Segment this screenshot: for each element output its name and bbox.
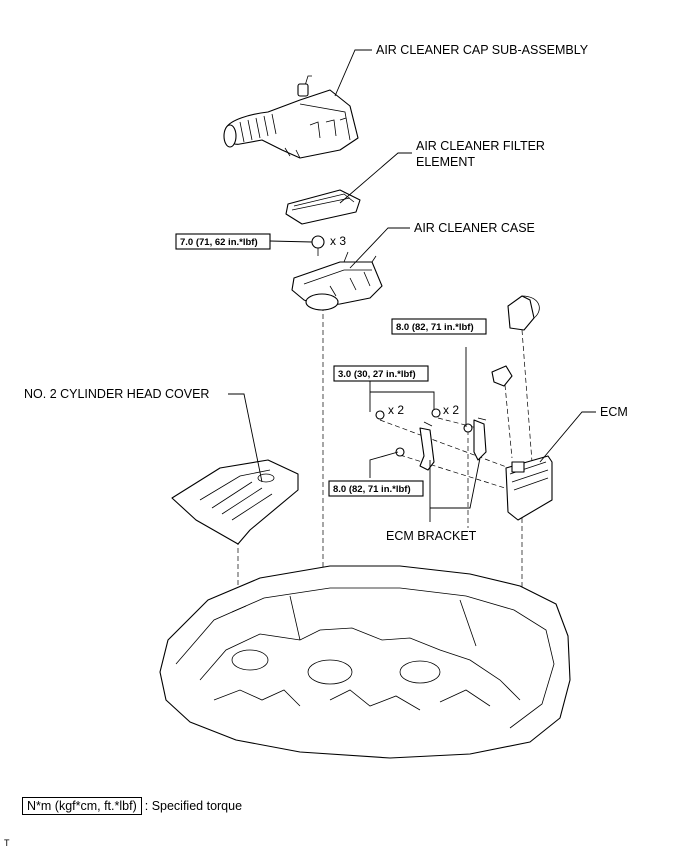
air-cleaner-filter-label-line2: ELEMENT: [416, 155, 475, 169]
ecm-label: ECM: [600, 405, 628, 419]
multiplier-bracket-left: x 2: [388, 403, 404, 417]
air-cleaner-filter-drawing: [285, 189, 361, 225]
torque-case-bolt: 7.0 (71, 62 in.*lbf): [175, 233, 271, 250]
air-cleaner-case-label: AIR CLEANER CASE: [414, 221, 535, 235]
multiplier-bracket-right: x 2: [443, 403, 459, 417]
air-cleaner-cap-label: AIR CLEANER CAP SUB-ASSEMBLY: [376, 43, 589, 57]
leader-lines: [228, 49, 596, 522]
torque-bracket-bolts-text: 3.0 (30, 27 in.*lbf): [338, 369, 416, 380]
torque-legend-unit: N*m (kgf*cm, ft.*lbf): [22, 797, 142, 815]
ecm-bracket-drawing: [375, 408, 487, 471]
ecm-bracket-label: ECM BRACKET: [386, 529, 477, 543]
ecm-drawing: [505, 455, 553, 521]
cylinder-head-cover-drawing: [171, 459, 299, 545]
cylinder-head-cover-label: NO. 2 CYLINDER HEAD COVER: [24, 387, 209, 401]
multiplier-case-bolt: x 3: [330, 234, 346, 248]
connector-drawings: [491, 295, 540, 387]
torque-bracket-lower-text: 8.0 (82, 71 in.*lbf): [333, 484, 411, 495]
air-cleaner-cap-drawing: [223, 75, 359, 159]
torque-case-bolt-text: 7.0 (71, 62 in.*lbf): [180, 237, 258, 248]
vehicle-engine-compartment-drawing: [159, 565, 571, 759]
torque-bracket-bolts: 3.0 (30, 27 in.*lbf): [333, 365, 429, 382]
air-cleaner-filter-label-line1: AIR CLEANER FILTER: [416, 139, 545, 153]
torque-legend-description: : Specified torque: [144, 799, 243, 813]
torque-bracket-lower: 8.0 (82, 71 in.*lbf): [328, 480, 424, 497]
corner-mark: T: [4, 838, 10, 848]
torque-ecm-upper: 8.0 (82, 71 in.*lbf): [391, 318, 487, 335]
torque-ecm-upper-text: 8.0 (82, 71 in.*lbf): [396, 322, 474, 333]
torque-legend: N*m (kgf*cm, ft.*lbf) : Specified torque: [22, 797, 242, 815]
